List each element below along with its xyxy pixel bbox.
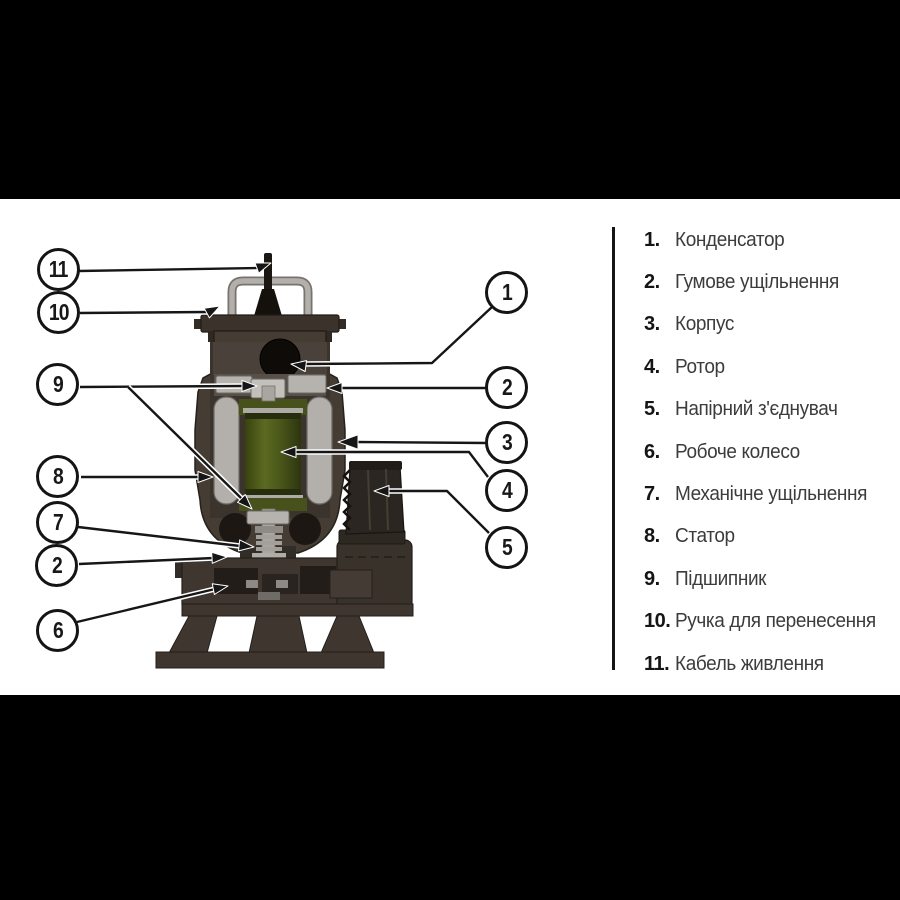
legend-item: 4. Ротор — [644, 346, 894, 388]
pump-illustration — [155, 253, 414, 669]
callout-left-10: 10 — [37, 291, 80, 334]
callout-number: 5 — [501, 534, 513, 560]
callout-left-8: 8 — [36, 455, 79, 498]
legend-item-label: Робоче колесо — [675, 440, 800, 463]
callout-number: 3 — [501, 429, 513, 455]
legend-item-number: 6. — [644, 440, 660, 463]
legend-item-number: 4. — [644, 355, 660, 378]
legend-item: 3. Корпус — [644, 304, 894, 346]
leader-line-10 — [79, 305, 221, 319]
bottom-letterbox-bar — [0, 695, 900, 900]
legend-item-number: 7. — [644, 483, 660, 506]
legend-divider — [612, 227, 615, 670]
legend-item-label: Статор — [675, 525, 735, 548]
legend-item: 7. Механічне ущільнення — [644, 473, 894, 515]
legend-item: 6. Робоче колесо — [644, 431, 894, 473]
leader-line-4 — [280, 446, 491, 479]
winding-left — [219, 513, 251, 545]
legend-item-label: Конденсатор — [675, 228, 785, 251]
legend-item-label: Підшипник — [675, 567, 767, 590]
legend-item-label: Гумове ущільнення — [675, 271, 839, 294]
callout-left-2: 2 — [35, 544, 78, 587]
leader-line-7 — [77, 524, 255, 552]
legend-item-number: 1. — [644, 228, 660, 251]
leader-line-11 — [78, 262, 272, 274]
winding-right — [289, 513, 321, 545]
bearing-lower — [246, 510, 290, 525]
legend-item: 1. Конденсатор — [644, 219, 894, 261]
callout-number: 2 — [51, 552, 63, 578]
callout-right-3: 3 — [485, 421, 528, 464]
legend-item: 5. Напірний з'єднувач — [644, 389, 894, 431]
legend-item: 9. Підшипник — [644, 558, 894, 600]
legend-item-number: 2. — [644, 271, 660, 294]
leader-line-2-left — [78, 551, 228, 567]
legend-item-label: Напірний з'єднувач — [675, 398, 838, 421]
legend-item-label: Корпус — [675, 313, 735, 336]
callout-number: 4 — [501, 477, 513, 503]
leader-line-2-right — [326, 382, 487, 394]
legend-item: 10.Ручка для перенесення — [644, 601, 894, 643]
leader-line-5 — [373, 485, 491, 535]
leader-lines — [76, 262, 494, 625]
capacitor — [259, 338, 301, 380]
legend-item-number: 10. — [644, 610, 671, 633]
callout-number: 11 — [49, 256, 69, 282]
callout-right-5: 5 — [485, 526, 528, 569]
base-stand — [155, 603, 414, 669]
callout-number: 8 — [52, 463, 64, 489]
callout-left-9: 9 — [36, 363, 79, 406]
callout-number: 9 — [52, 371, 64, 397]
leader-line-8 — [81, 471, 214, 483]
discharge-connector — [329, 461, 413, 615]
callout-number: 2 — [501, 374, 513, 400]
leader-line-6 — [76, 583, 229, 625]
diagram-canvas — [0, 199, 900, 695]
shaft-top — [261, 385, 276, 402]
callout-number: 1 — [501, 279, 513, 305]
legend-item-number: 3. — [644, 313, 660, 336]
legend-item-label: Ручка для перенесення — [675, 610, 876, 633]
callout-right-4: 4 — [485, 469, 528, 512]
callout-number: 7 — [52, 509, 64, 535]
callout-right-1: 1 — [485, 271, 528, 314]
legend-item: 8. Статор — [644, 516, 894, 558]
legend-item-number: 8. — [644, 525, 660, 548]
legend-item-label: Кабель живлення — [675, 652, 824, 675]
volute-casing — [175, 557, 346, 605]
legend-item-label: Механічне ущільнення — [675, 483, 868, 506]
parts-legend: 1. Конденсатор 2. Гумове ущільнення 3. Корп… — [644, 219, 894, 685]
legend-item-number: 11. — [644, 652, 670, 675]
legend-item-number: 9. — [644, 567, 660, 590]
callout-left-11: 11 — [37, 248, 80, 291]
callout-number: 10 — [48, 299, 70, 325]
impeller — [246, 580, 258, 588]
callout-number: 6 — [52, 617, 64, 643]
legend-item-number: 5. — [644, 398, 660, 421]
legend-item: 11.Кабель живлення — [644, 643, 894, 685]
rotor — [239, 399, 307, 511]
callout-right-2: 2 — [485, 366, 528, 409]
legend-item-label: Ротор — [675, 355, 725, 378]
legend-item: 2. Гумове ущільнення — [644, 261, 894, 303]
callout-left-7: 7 — [36, 501, 79, 544]
leader-line-9a — [79, 380, 258, 392]
leader-line-9b — [126, 385, 253, 510]
top-letterbox-bar — [0, 0, 900, 199]
stator-left — [213, 396, 240, 505]
callout-left-6: 6 — [36, 609, 79, 652]
leader-line-1 — [290, 304, 494, 372]
leader-line-3 — [337, 434, 488, 450]
